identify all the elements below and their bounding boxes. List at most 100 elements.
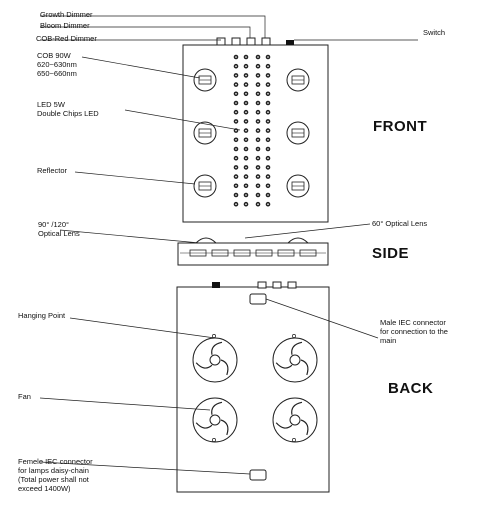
- led-chip-center: [257, 83, 259, 86]
- led-chip-center: [245, 74, 247, 77]
- led-chip-center: [245, 139, 247, 141]
- section-title-front: FRONT: [373, 118, 428, 135]
- led-chip-center: [267, 111, 269, 113]
- led-chip-center: [267, 129, 269, 132]
- led-chip-center: [235, 83, 237, 86]
- led-chip-center: [235, 74, 237, 77]
- led-chip-center: [245, 65, 247, 67]
- led-chip-center: [257, 194, 259, 196]
- back-housing: [176, 286, 330, 493]
- leader-bloom-dimmer: [40, 26, 251, 38]
- led-chip-center: [235, 194, 237, 196]
- led-chip-center: [245, 120, 247, 123]
- led-chip-center: [245, 148, 247, 150]
- label-reflector: Reflector: [37, 166, 68, 175]
- leader-growth-dimmer: [40, 15, 266, 38]
- led-chip-center: [245, 185, 247, 187]
- leader-lens-90: [59, 229, 201, 244]
- led-chip-center: [267, 120, 269, 123]
- label-led-spec: LED 5W Double Chips LED: [37, 100, 99, 118]
- led-chip-grid: [233, 54, 271, 207]
- back-knob-3: [287, 281, 297, 289]
- led-chip-center: [235, 203, 237, 205]
- label-hanging-point: Hanging Point: [18, 311, 66, 320]
- side-fin-group: [180, 249, 326, 257]
- side-housing: [177, 242, 329, 266]
- led-chip-center: [235, 139, 237, 141]
- led-chip-center: [257, 65, 259, 67]
- led-chip-center: [245, 194, 247, 196]
- fan-hub: [209, 414, 221, 426]
- cob-reflector-group: [193, 68, 310, 198]
- led-chip-center: [257, 157, 259, 159]
- section-title-back: BACK: [388, 380, 434, 397]
- side-panel: [177, 237, 329, 266]
- leader-lens-60: [244, 223, 371, 239]
- fan-blade: [291, 341, 303, 355]
- led-chip-center: [245, 129, 247, 132]
- led-chip-center: [245, 56, 247, 58]
- leader-male-iec: [265, 298, 379, 339]
- fan-blade: [300, 359, 309, 376]
- leader-hanging-point: [69, 317, 216, 339]
- led-chip-center: [245, 102, 247, 104]
- led-chip-center: [257, 120, 259, 123]
- led-chip-center: [267, 175, 269, 178]
- bloom-dimmer-knob: [246, 37, 256, 46]
- led-chip-center: [235, 102, 237, 104]
- led-chip-center: [267, 93, 269, 95]
- back-knob-1: [257, 281, 267, 289]
- fan-blade: [211, 341, 223, 355]
- fan-blade: [195, 362, 213, 369]
- female-iec-connector: [249, 469, 267, 481]
- led-chip-center: [267, 83, 269, 86]
- led-chip-center: [257, 56, 259, 58]
- led-chip-center: [267, 148, 269, 150]
- fan-blade: [291, 401, 303, 415]
- section-title-side: SIDE: [372, 245, 410, 262]
- leader-fan: [39, 397, 211, 411]
- led-chip-center: [257, 74, 259, 77]
- label-optical-lens-60: 60° Optical Lens: [372, 219, 428, 228]
- led-chip-center: [257, 111, 259, 113]
- led-chip-center: [235, 129, 237, 132]
- led-chip-center: [267, 157, 269, 159]
- fan-blade: [220, 359, 229, 376]
- label-growth-dimmer: Growth Dimmer: [40, 10, 93, 19]
- fan-blade: [275, 422, 293, 429]
- fan-blade: [275, 362, 293, 369]
- switch-block: [286, 40, 294, 45]
- led-chip-center: [235, 93, 237, 95]
- led-chip-center: [245, 93, 247, 95]
- led-chip-center: [245, 157, 247, 159]
- fan-blade: [195, 422, 213, 429]
- led-chip-center: [235, 65, 237, 67]
- led-chip-center: [257, 139, 259, 141]
- fan-hub: [289, 414, 301, 426]
- label-fan: Fan: [18, 392, 31, 401]
- led-chip-center: [235, 166, 237, 169]
- led-chip-center: [235, 56, 237, 58]
- led-chip-center: [235, 157, 237, 159]
- leader-lines: [39, 15, 418, 475]
- led-chip-center: [245, 83, 247, 86]
- led-chip-center: [245, 203, 247, 205]
- hanging-point-hole: [292, 438, 296, 442]
- led-chip-center: [257, 175, 259, 178]
- led-chip-center: [267, 65, 269, 67]
- label-female-iec: Femele IEC connector for lamps daisy-cha…: [18, 457, 93, 493]
- front-panel: [182, 37, 329, 223]
- led-chip-center: [267, 56, 269, 58]
- hanging-point-hole: [212, 438, 216, 442]
- led-chip-center: [245, 175, 247, 178]
- fan-blade: [300, 419, 309, 436]
- hanging-point-hole: [292, 334, 296, 338]
- label-cob-red-dimmer: COB-Red Dimmer: [36, 34, 97, 43]
- fan-blade: [220, 419, 229, 436]
- led-chip-center: [257, 203, 259, 205]
- label-bloom-dimmer: Bloom Dimmer: [40, 21, 90, 30]
- label-optical-lens-90-120: 90° /120° Optical Lens: [38, 220, 80, 238]
- fan-group: [192, 337, 318, 443]
- leader-female-iec: [39, 461, 251, 475]
